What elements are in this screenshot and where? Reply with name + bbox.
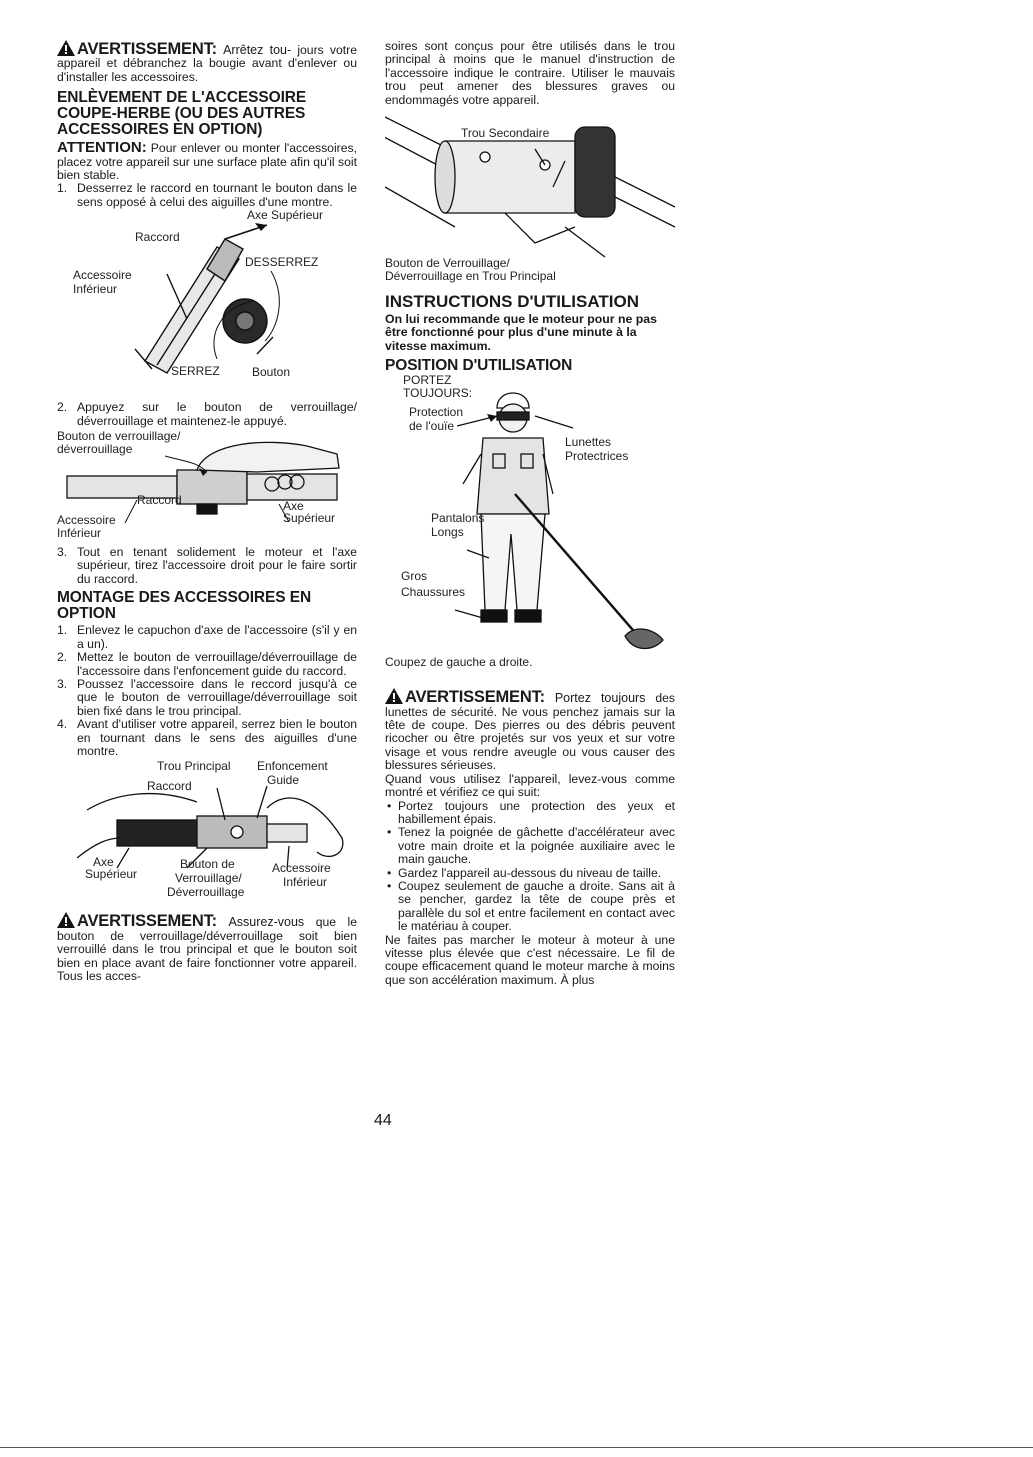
list-item: 3.Tout en tenant solidement le moteur et… bbox=[57, 545, 357, 586]
removal-steps-a: 1.Desserrez le raccord en tournant le bo… bbox=[57, 182, 357, 209]
continued-paragraph: soires sont conçus pour être utilisés da… bbox=[385, 39, 675, 107]
list-item: •Portez toujours une protection des yeux… bbox=[387, 798, 675, 826]
label-superieur: Supérieur bbox=[85, 867, 138, 882]
label-protectrices: Protectrices bbox=[565, 449, 629, 464]
label-axe: Axe bbox=[283, 499, 304, 514]
warning-title: AVERTISSEMENT: bbox=[77, 40, 217, 58]
warning-triangle-icon bbox=[57, 912, 75, 929]
figure-press-button: Bouton de verrouillage/ déverrouillage R… bbox=[57, 428, 357, 540]
label-ouie: de l'ouïe bbox=[409, 419, 454, 434]
label-bouton-verrouillage: Bouton de verrouillage/ bbox=[57, 429, 181, 444]
label-bouton-de: Bouton de bbox=[180, 857, 235, 872]
coupler-illustration bbox=[134, 223, 280, 375]
warning-title: AVERTISSEMENT: bbox=[405, 688, 545, 707]
label-coupez: Coupez de gauche a droite. bbox=[385, 655, 533, 670]
label-deverrouillage-trou: Déverrouillage en Trou Principal bbox=[385, 269, 556, 284]
figure-mount-accessory: Trou Principal Enfoncement Guide Raccord… bbox=[57, 758, 357, 908]
warning-title: AVERTISSEMENT: bbox=[77, 912, 217, 931]
label-accessoire: Accessoire bbox=[73, 268, 132, 283]
warning-triangle-icon bbox=[385, 688, 403, 705]
warning-lock-button: AVERTISSEMENT: Assurez-vous que le bouto… bbox=[57, 912, 358, 983]
label-protection: Protection bbox=[409, 405, 464, 420]
label-toujours: TOUJOURS: bbox=[403, 386, 473, 401]
right-column: soires sont conçus pour être utilisés da… bbox=[385, 39, 676, 987]
list-item: 1.Enlevez le capuchon d'axe de l'accesso… bbox=[57, 623, 357, 651]
label-trou-principal: Trou Principal bbox=[157, 759, 231, 774]
label-axe-superieur: Axe Supérieur bbox=[247, 208, 324, 223]
list-item: 2.Mettez le bouton de verrouillage/déver… bbox=[57, 650, 357, 678]
mount-illustration bbox=[76, 786, 344, 871]
label-serrez: SERREZ bbox=[171, 364, 220, 379]
heading-removal: ENLÈVEMENT DE L'ACCESSOIRE COUPE-HERBE (… bbox=[57, 89, 307, 139]
final-paragraph: Ne faites pas marcher le moteur à moteur… bbox=[385, 932, 675, 987]
label-gros: Gros bbox=[401, 569, 428, 584]
mounting-steps: 1.Enlevez le capuchon d'axe de l'accesso… bbox=[57, 623, 357, 758]
label-inferieur: Inférieur bbox=[283, 875, 328, 890]
heading-mounting: MONTAGE DES ACCESSOIRES EN OPTION bbox=[57, 589, 312, 623]
list-item: •Coupez seulement de gauche a droite. Sa… bbox=[387, 878, 675, 934]
label-pantalons: Pantalons bbox=[431, 511, 485, 526]
secondary-hole-illustration bbox=[385, 116, 675, 258]
usage-checklist: •Portez toujours une protection des yeux… bbox=[385, 798, 675, 934]
label-accessoire: Accessoire bbox=[272, 861, 331, 876]
warning-stop-engine: AVERTISSEMENT: Arrêtez tou- jours votre … bbox=[57, 40, 357, 84]
label-chaussures: Chaussures bbox=[401, 585, 466, 600]
press-button-illustration bbox=[66, 441, 340, 524]
label-desserrez: DESSERREZ bbox=[245, 255, 319, 270]
removal-steps-b: 2.Appuyez sur le bouton de verrouillage/… bbox=[57, 400, 357, 428]
operator-illustration bbox=[454, 392, 664, 650]
label-axe: Axe bbox=[93, 855, 114, 870]
label-superieur: Supérieur bbox=[283, 511, 336, 526]
label-lunettes: Lunettes bbox=[565, 435, 612, 450]
figure-loosen-coupler: Axe Supérieur Raccord DESSERREZ Accessoi… bbox=[57, 209, 357, 397]
label-inferieur: Inférieur bbox=[57, 526, 102, 541]
heading-position: POSITION D'UTILISATION bbox=[385, 357, 573, 375]
list-item: •Tenez la poignée de gâchette d'accéléra… bbox=[387, 825, 675, 867]
list-item: •Gardez l'appareil au-dessous du niveau … bbox=[387, 865, 662, 880]
label-bouton: Bouton bbox=[252, 365, 291, 380]
usage-intro: Quand vous utilisez l'appareil, levez-vo… bbox=[385, 771, 675, 800]
heading-instructions: INSTRUCTIONS D'UTILISATION bbox=[385, 292, 639, 312]
warning-safety-glasses: AVERTISSEMENT: Portez toujours des lunet… bbox=[385, 688, 676, 773]
page-number: 44 bbox=[374, 1112, 392, 1129]
list-item: 1.Desserrez le raccord en tournant le bo… bbox=[57, 181, 357, 209]
removal-steps-c: 3.Tout en tenant solidement le moteur et… bbox=[57, 545, 357, 586]
list-item: 2.Appuyez sur le bouton de verrouillage/… bbox=[57, 400, 357, 428]
recommendation-note: On lui recommande que le moteur pour ne … bbox=[385, 312, 657, 353]
list-item: 3.Poussez l'accessoire dans le reccord j… bbox=[57, 676, 357, 718]
warning-triangle-icon bbox=[57, 40, 75, 56]
bottom-rule bbox=[0, 1447, 1033, 1448]
label-deverrouillage: déverrouillage bbox=[57, 442, 133, 457]
label-raccord: Raccord bbox=[137, 493, 182, 508]
label-deverrouillage: Déverrouillage bbox=[167, 885, 245, 900]
label-verrouillage: Verrouillage/ bbox=[175, 871, 242, 886]
label-bouton-verrouillage: Bouton de Verrouillage/ bbox=[385, 256, 510, 271]
left-column: AVERTISSEMENT: Arrêtez tou- jours votre … bbox=[57, 40, 357, 983]
label-guide: Guide bbox=[267, 773, 300, 788]
label-longs: Longs bbox=[431, 525, 464, 540]
label-inferieur: Inférieur bbox=[73, 282, 118, 297]
label-raccord: Raccord bbox=[147, 779, 192, 794]
label-portez: PORTEZ bbox=[403, 373, 452, 388]
list-item: 4.Avant d'utiliser votre appareil, serre… bbox=[57, 717, 357, 758]
label-enfoncement: Enfoncement bbox=[257, 759, 328, 774]
figure-secondary-hole: Trou Secondaire Bouton de Verrouillage/ … bbox=[385, 107, 675, 287]
figure-operating-position: PORTEZ TOUJOURS: Protection de l'ouïe Lu… bbox=[385, 374, 675, 674]
label-trou-secondaire: Trou Secondaire bbox=[461, 126, 550, 141]
label-accessoire: Accessoire bbox=[57, 513, 116, 528]
attention-note: ATTENTION: Pour enlever ou monter l'acce… bbox=[57, 139, 357, 183]
label-raccord: Raccord bbox=[135, 230, 180, 245]
